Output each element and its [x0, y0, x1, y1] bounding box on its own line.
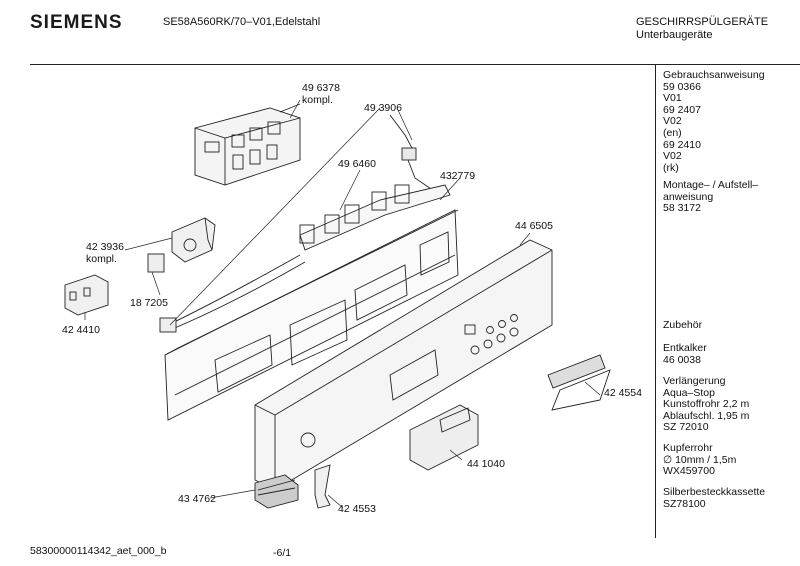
sidebar-descaler: Entkalker 46 0038 [663, 342, 707, 366]
sidebar-extension: Verlängerung Aqua–Stop Kunstoffrohr 2,2 … [663, 375, 750, 434]
sidebar-accessories-heading: Zubehör [663, 319, 703, 331]
sidebar-copper-pipe: Kupferrohr ∅ 10mm / 1,5m WX459700 [663, 442, 737, 478]
sidebar-divider [655, 64, 656, 538]
label-424554: 42 4554 [604, 387, 642, 399]
label-424410: 42 4410 [62, 324, 100, 336]
label-493906: 49 3906 [364, 102, 402, 114]
sidebar-installation: Montage– / Aufstell– anweisung 58 3172 [663, 179, 759, 215]
latch-part [314, 464, 331, 509]
sidebar-manual: Gebrauchsanweisung 59 0366 V01 69 2407 V… [663, 69, 765, 174]
label-424553: 42 4553 [338, 503, 376, 515]
footer-doc-id: 58300000114342_aet_000_b [30, 545, 167, 557]
panel-frame-part [164, 209, 459, 421]
label-434762: 43 4762 [178, 493, 216, 505]
brand-logo: SIEMENS [30, 12, 123, 33]
switch-part [171, 217, 216, 263]
label-187205: 18 7205 [130, 297, 168, 309]
label-496378: 49 6378 kompl. [302, 82, 340, 106]
category-title: GESCHIRRSPÜLGERÄTE [636, 16, 769, 28]
leader-lines [84, 99, 601, 509]
sidebar-cutlery-basket: Silberbesteckkassette SZ78100 [663, 486, 766, 510]
label-446505: 44 6505 [515, 220, 553, 232]
label-423936: 42 3936 kompl. [86, 241, 124, 265]
pad-part [254, 474, 299, 509]
model-title: SE58A560RK/70–V01,Edelstahl [163, 16, 321, 28]
connector-part [401, 147, 417, 161]
label-496460: 49 6460 [338, 158, 376, 170]
handle-part [409, 404, 479, 471]
front-panel-part [254, 239, 553, 491]
control-module-part [194, 103, 301, 186]
label-432779: 432779 [440, 170, 476, 182]
relay-part [147, 253, 165, 273]
footer-page-number: -6/1 [273, 547, 292, 559]
header-divider [30, 64, 800, 65]
button-strip-part [547, 354, 611, 411]
label-441040: 44 1040 [467, 458, 505, 470]
plug-part [64, 274, 109, 316]
harness-part [159, 184, 451, 333]
category-subtitle: Unterbaugeräte [636, 29, 713, 41]
